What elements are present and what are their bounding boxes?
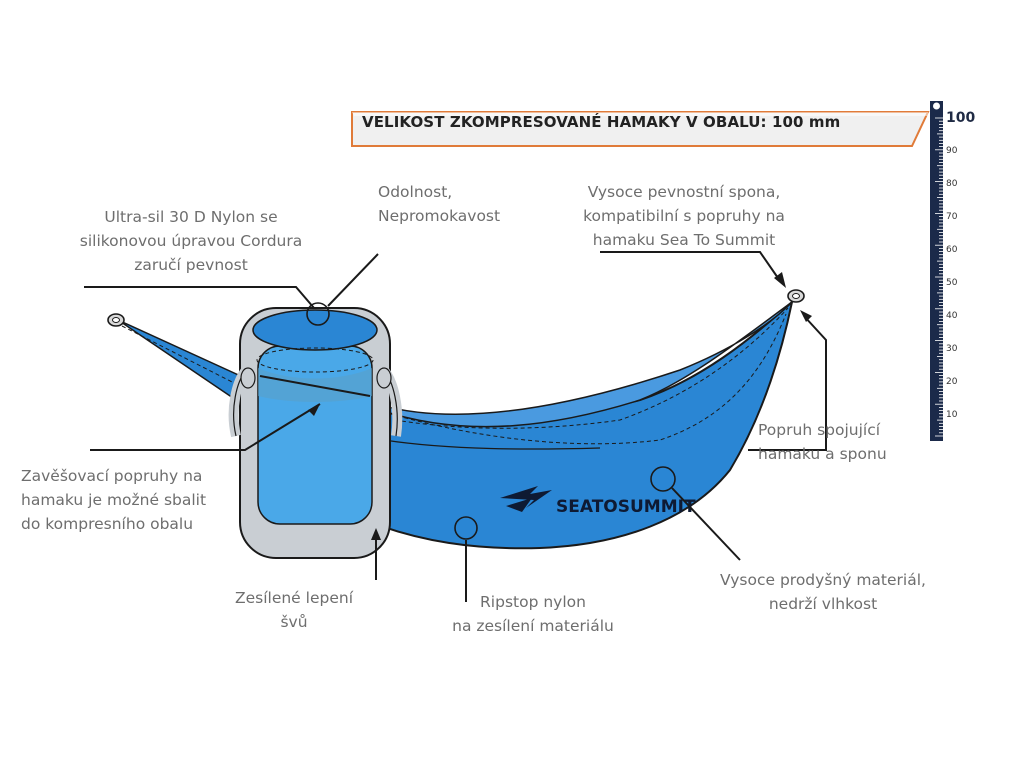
callout-seams: Zesílené lepení švů xyxy=(234,589,353,631)
callout-buckle: Vysoce pevnostní spona, kompatibilní s p… xyxy=(583,183,785,249)
ruler-label-60: 60 xyxy=(946,245,958,255)
brand-logo-text: SEATOSUMMIT xyxy=(556,497,696,517)
callout-durability: Odolnost, Nepromokavost xyxy=(378,183,501,225)
headline-text: VELIKOST ZKOMPRESOVANÉ HAMAKY V OBALU: 1… xyxy=(362,113,841,131)
hammock-body xyxy=(376,299,794,550)
callout-fabric: Ultra-sil 30 D Nylon se silikonovou úpra… xyxy=(79,208,303,274)
headline-banner xyxy=(351,111,930,147)
hammock-left-end xyxy=(117,319,246,402)
callout-ripstop: Ripstop nylon na zesílení materiálu xyxy=(452,593,614,635)
callout-breathable: Vysoce prodyšný materiál, nedrží vlhkost xyxy=(720,571,926,613)
size-ruler xyxy=(930,101,943,441)
ruler-label-40: 40 xyxy=(946,311,958,321)
compression-bag xyxy=(228,307,403,559)
ruler-label-30: 30 xyxy=(946,344,958,354)
ruler-label-10: 10 xyxy=(946,410,958,420)
leader-lines xyxy=(84,251,827,602)
ruler-label-20: 20 xyxy=(946,377,958,387)
callout-strap: Popruh spojující hamaku a sponu xyxy=(758,421,887,463)
ruler-label-50: 50 xyxy=(946,278,958,288)
right-buckle-icon xyxy=(787,289,805,303)
ruler-label-90: 90 xyxy=(946,146,958,156)
left-buckle-icon xyxy=(107,313,125,327)
callout-suspension: Zavěšovací popruhy na hamaku je možné sb… xyxy=(21,467,207,533)
ruler-label-80: 80 xyxy=(946,179,958,189)
ruler-max-label: 100 xyxy=(946,110,976,126)
ruler-label-70: 70 xyxy=(946,212,958,222)
brand-logo: SEATOSUMMIT xyxy=(500,486,696,517)
